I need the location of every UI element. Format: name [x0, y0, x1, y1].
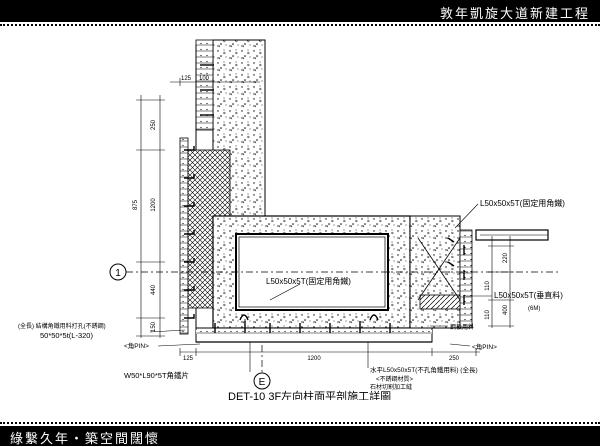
- drawing-title-block: DET-10 3F左向柱面平剖施工詳圖: [228, 389, 391, 400]
- label-bottom-right-3: 石材切割加工縫: [370, 383, 412, 391]
- dim-left-2: 875: [133, 199, 139, 210]
- dim-left-5: 150: [151, 321, 157, 332]
- label-angle-top-right: L50x50x5T(固定用角鐵): [480, 198, 565, 208]
- footer-bar: 綠繫久年・築空間闊懷: [0, 426, 600, 447]
- drawing-title: DET-10 3F左向柱面平剖施工詳圖: [228, 389, 391, 400]
- grid-bubble-col: E: [253, 372, 271, 390]
- dim-right-4: 110: [485, 310, 491, 320]
- label-pin-left: <角PIN>: [124, 341, 149, 350]
- label-left-note-2: 50*50*5t(L-320): [40, 331, 93, 340]
- label-angle-right: L50x50x5T(垂直料): [494, 290, 563, 300]
- steel-brackets: [184, 64, 465, 333]
- grid-bubble-col-text: E: [259, 377, 266, 388]
- detail-drawing: 1 E 125 100 250 875 1200 440 150 125 120…: [18, 39, 565, 400]
- dim-top-1: 125: [181, 76, 192, 82]
- label-pin-right: <角PIN>: [472, 342, 497, 351]
- dim-right-3: 400: [503, 304, 509, 315]
- dim-right-2: 110: [485, 281, 491, 291]
- grid-bubble-row: 1: [109, 263, 127, 281]
- dim-top-2: 100: [199, 76, 210, 82]
- annotations: L50x50x5T(固定用角鐵) L50x50x5T(固定用角鐵) L50x50…: [18, 198, 565, 391]
- label-bottom-right-2: <不銹鋼材質>: [376, 375, 414, 383]
- label-left-note-1: (全長) 結構角鐵用料打孔(不銹鋼): [18, 322, 106, 330]
- label-bottom-right-1: 水平L50x50x5T(不孔角鐵用料) (全長): [370, 365, 478, 374]
- grid-axes: [126, 271, 560, 376]
- grid-bubble-row-text: 1: [115, 268, 121, 279]
- dim-left-3: 1200: [151, 198, 157, 212]
- dim-bottom-2: 1200: [307, 356, 321, 362]
- dimension-lines: [136, 78, 514, 356]
- dim-bottom-3: 250: [449, 356, 460, 362]
- footer-dotted-rule: [0, 422, 600, 424]
- label-steel-note: 鋼板用料: [450, 323, 474, 331]
- header-dotted-rule: [0, 24, 600, 26]
- footer-slogan: 綠繫久年・築空間闊懷: [10, 432, 161, 447]
- dim-left-4: 440: [151, 284, 157, 295]
- dim-right-1: 220: [503, 252, 509, 263]
- dimension-texts: 125 100 250 875 1200 440 150 125 1200 25…: [133, 76, 509, 362]
- header-bar: 敦年凱旋大道新建工程: [0, 0, 600, 22]
- label-bottom-left: W50*L90*5T角鐵片: [124, 370, 189, 380]
- dim-bottom-1: 125: [183, 356, 194, 362]
- leader-lines: [149, 203, 492, 372]
- label-angle-center: L50x50x5T(固定用角鐵): [266, 276, 351, 286]
- dim-left-1: 250: [151, 119, 157, 130]
- project-title: 敦年凱旋大道新建工程: [439, 7, 590, 22]
- label-angle-right-note: (6M): [528, 306, 540, 312]
- bottom-cladding: [195, 327, 433, 343]
